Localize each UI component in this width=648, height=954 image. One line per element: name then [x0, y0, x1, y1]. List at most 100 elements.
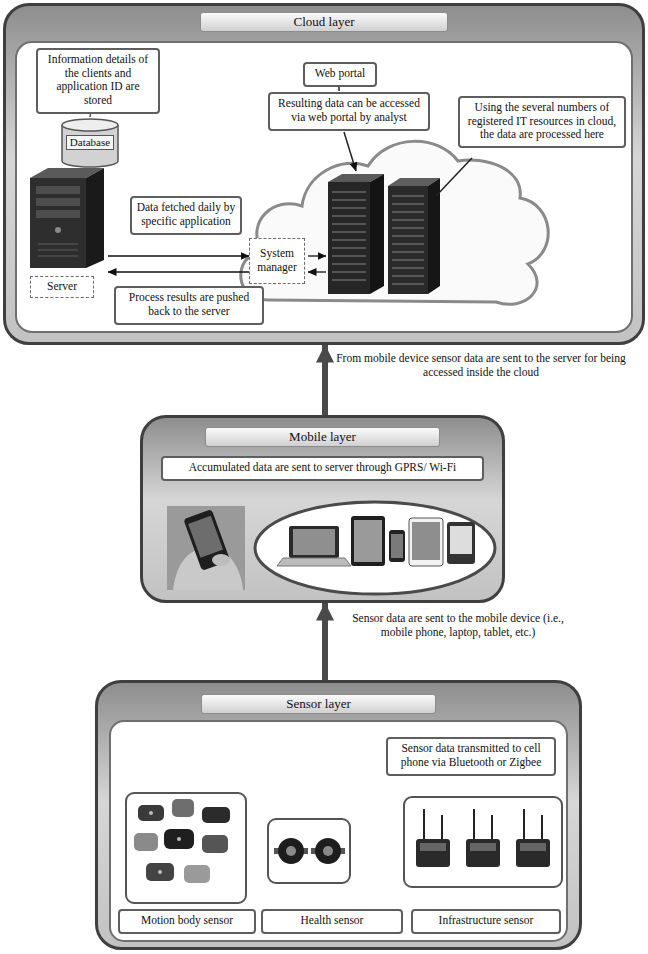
layer-flow-arrow	[322, 345, 328, 415]
connector-layer	[98, 683, 579, 947]
hand-phone-photo	[167, 506, 245, 590]
device-icons	[409, 518, 443, 566]
hand-phone-photo	[183, 509, 230, 571]
server-rack	[332, 192, 366, 280]
health-sensor-devices	[315, 838, 341, 864]
server-rack	[328, 174, 384, 294]
infrastructure-sensor-devices	[416, 839, 450, 867]
server-rack	[328, 182, 370, 294]
callout-text: Web portal	[309, 67, 371, 81]
health-sensor-devices	[323, 846, 333, 856]
infrastructure-sensor-devices	[466, 839, 500, 867]
callout-text: Information details of the clients and a…	[42, 53, 154, 107]
devices-ellipse	[255, 502, 495, 594]
motion-sensor-devices	[164, 829, 194, 849]
arrow-label-holder: Sensor data are sent to the mobile devic…	[340, 612, 576, 639]
callout-text: Motion body sensor	[124, 914, 250, 928]
device-icons	[354, 520, 382, 562]
layer-band: Cloud layerInformation details of the cl…	[3, 3, 645, 345]
arrow-label: Sensor data are sent to the mobile devic…	[340, 612, 576, 639]
data-flow-arrow	[108, 271, 249, 272]
sensor-frame	[126, 793, 246, 903]
device-icons	[277, 516, 475, 566]
hand-phone-photo	[183, 509, 230, 571]
sensor-label-box: Health sensor	[261, 909, 403, 934]
inner-panel	[16, 42, 632, 332]
device-icons	[293, 529, 335, 555]
cloud-shape	[241, 141, 548, 304]
layer-title: Cloud layer	[200, 12, 448, 32]
system-manager-box: System manager	[249, 238, 305, 284]
server-rack	[388, 186, 428, 294]
motion-sensor-devices	[177, 837, 181, 841]
layer-title: Sensor layer	[201, 694, 436, 714]
callout-text: Resulting data can be accessed via web p…	[274, 97, 424, 124]
device-icons	[389, 530, 405, 562]
health-sensor-devices	[286, 846, 296, 856]
sensor-label-box: Infrastructure sensor	[411, 909, 561, 934]
server-tower-illustration	[36, 198, 80, 206]
server-rack	[392, 196, 424, 284]
callout-box: Resulting data can be accessed via web p…	[268, 92, 430, 131]
callout-box: Data fetched daily by specific applicati…	[130, 196, 242, 235]
manager-arrow	[308, 255, 326, 256]
motion-sensor-devices	[149, 811, 153, 815]
sensor-frame	[404, 797, 562, 887]
leader-line	[436, 158, 472, 196]
motion-sensor-devices	[158, 870, 162, 874]
hand-phone-photo	[188, 516, 223, 558]
callout-box: Process results are pushed back to the s…	[114, 286, 264, 325]
server-rack	[388, 178, 440, 294]
device-icons	[277, 558, 351, 566]
data-flow-arrow	[108, 255, 249, 256]
device-icons	[447, 522, 475, 564]
callout-box: Using the several numbers of registered …	[458, 96, 626, 148]
callout-text: Infrastructure sensor	[417, 914, 555, 928]
callout-box: Sensor data transmitted to cell phone vi…	[386, 737, 556, 776]
device-icons	[391, 534, 403, 558]
infrastructure-sensor-devices	[424, 809, 542, 839]
server-node: Server	[20, 164, 108, 318]
process-label: System manager	[253, 247, 301, 274]
device-icons	[450, 526, 472, 554]
server-tower-illustration	[55, 227, 61, 233]
server-tower-illustration	[36, 186, 80, 194]
motion-sensor-devices	[202, 835, 228, 853]
motion-sensor-devices	[134, 833, 158, 851]
infrastructure-sensor-devices	[520, 843, 546, 851]
server-tower-illustration	[38, 244, 78, 256]
arrow-label-holder: From mobile device sensor data are sent …	[336, 352, 626, 379]
callout-text: Accumulated data are sent to server thro…	[167, 461, 478, 475]
layer-band: Mobile layerAccumulated data are sent to…	[140, 415, 505, 603]
server-rack	[428, 178, 440, 294]
hand-phone-photo	[167, 506, 245, 590]
server-tower-illustration	[36, 210, 80, 218]
callout-box: Web portal	[303, 62, 377, 87]
infrastructure-sensor-devices	[516, 839, 550, 867]
layer-band: Sensor layerSensor data transmitted to c…	[95, 680, 582, 950]
database-node: Database	[60, 118, 120, 168]
server-tower-illustration	[86, 168, 104, 268]
device-icons	[412, 522, 440, 560]
arrow-label: From mobile device sensor data are sent …	[336, 352, 626, 379]
motion-sensor-devices	[134, 799, 230, 883]
leader-arrow	[344, 132, 356, 171]
health-sensor-devices	[278, 838, 304, 864]
motion-sensor-devices	[172, 799, 194, 817]
infrastructure-sensor-devices	[420, 843, 446, 851]
sensor-label-box: Motion body sensor	[118, 909, 256, 934]
device-icons	[351, 516, 385, 566]
server-label: Server	[30, 276, 94, 298]
callout-text: Using the several numbers of registered …	[464, 101, 620, 142]
sensor-frame	[268, 819, 350, 883]
callout-box: Information details of the clients and a…	[36, 48, 160, 114]
callout-text: Data fetched daily by specific applicati…	[136, 201, 236, 228]
server-tower-illustration	[30, 178, 86, 268]
inner-panel	[110, 721, 567, 941]
infrastructure-sensor-devices	[416, 809, 550, 867]
motion-sensor-devices	[184, 865, 210, 883]
callout-text: Process results are pushed back to the s…	[120, 291, 258, 318]
callout-box: Accumulated data are sent to server thro…	[161, 456, 484, 481]
health-sensor-devices	[274, 838, 345, 864]
